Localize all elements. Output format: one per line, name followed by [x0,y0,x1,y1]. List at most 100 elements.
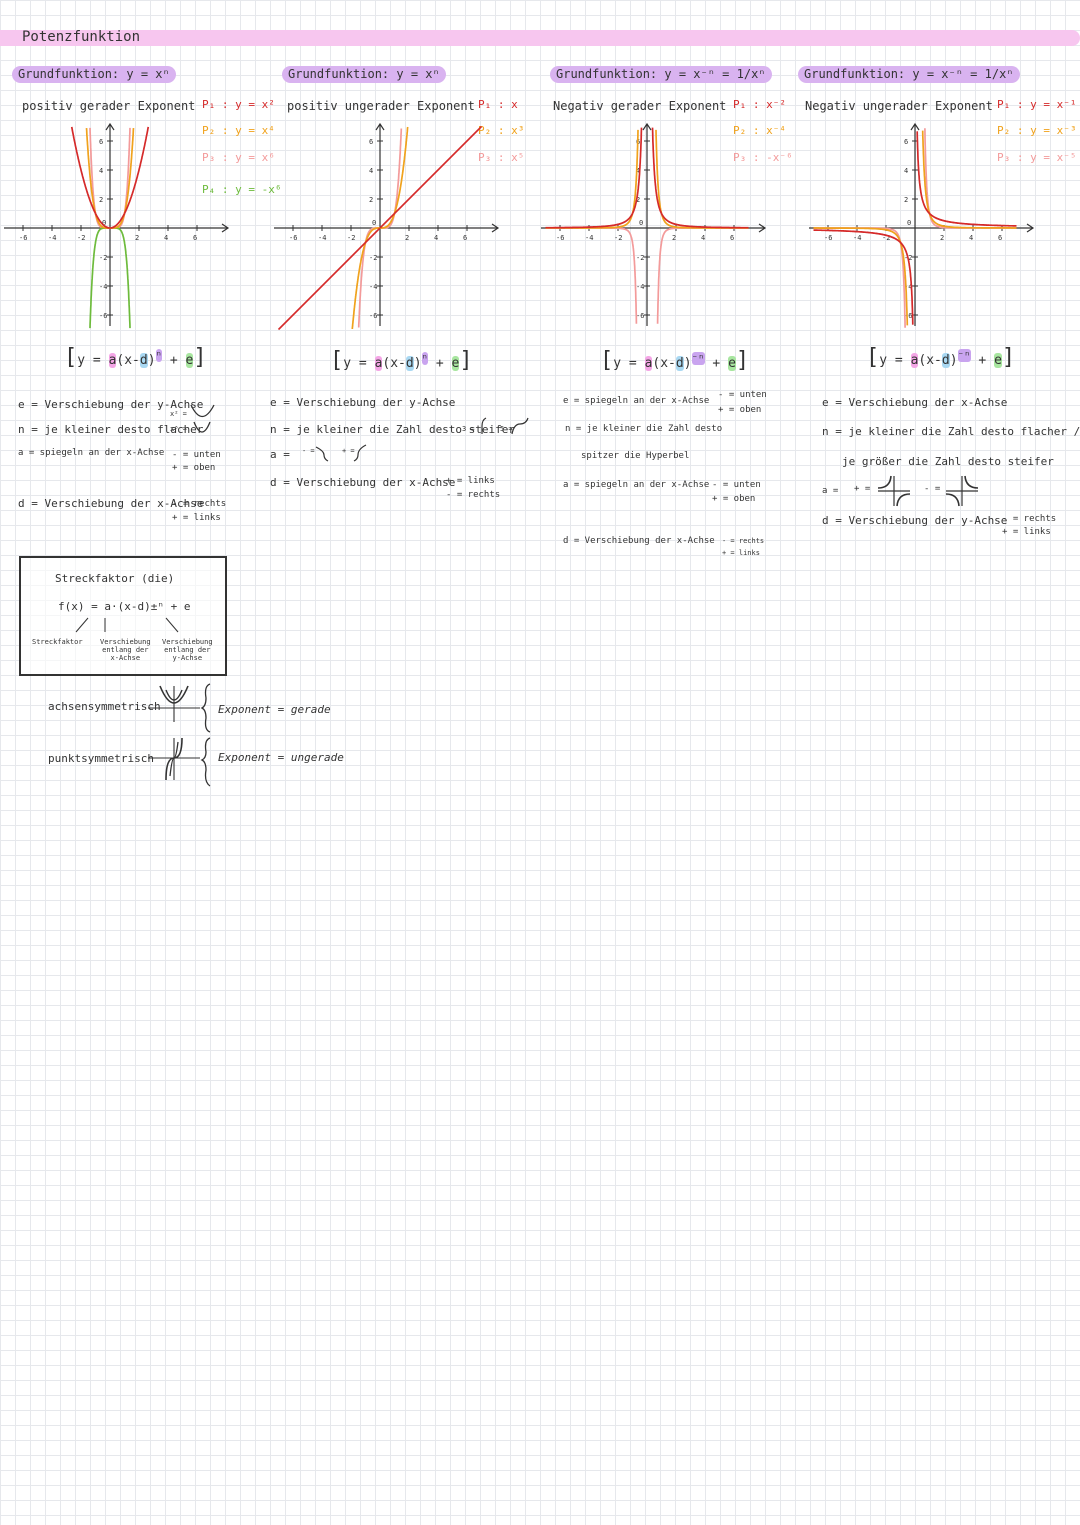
x-tick-label: 6 [998,234,1002,242]
panel-2-note-d: d = Verschiebung der x-Achse [270,476,456,489]
panel-3-legend-p3: P₃ : -x⁻⁶ [733,151,793,164]
formula-x: (x- [918,353,942,368]
panel-2-legend-p2: P₂ : x³ [478,124,525,137]
y-tick-label: 4 [369,167,373,175]
formula-plus: + [704,356,729,371]
panel-1-legend-p3: P₃ : y = x⁶ [202,151,275,164]
formula-n: ⁿ [421,351,429,365]
formula-x: (x- [652,356,676,371]
symmetry-axis-rule: Exponent = gerade [218,703,331,716]
curve-p1 [545,127,749,229]
panel-2-note-a-side-1: - = [302,447,315,455]
panel-3-note-e-side-2: + = oben [718,405,762,415]
y-axis-arrow [910,122,920,131]
panel-1-legend-p2: P₂ : y = x⁴ [202,124,275,137]
origin-label: 0 [372,219,376,227]
symmetry-point-label: punktsymmetrisch [48,752,154,765]
panel-2-note-e: e = Verschiebung der y-Achse [270,396,456,409]
formula-y: y = [879,353,911,368]
label-e-line-2: entlang der [164,646,211,654]
formula-close: ) [683,356,692,371]
formula-e: e [728,356,736,371]
page-title: Potenzfunktion [22,29,141,45]
panel-1-note-n-side-2: x⁶ = [170,425,187,433]
title-bar [0,30,1080,46]
formula-plus: + [970,353,995,368]
x-tick-label: -2 [882,234,890,242]
x-tick-label: -4 [853,234,861,242]
formula-a: a [910,353,919,368]
panel-1-note-a-side-2: + = oben [172,463,216,473]
panel-4-note-n2: je größer die Zahl desto steifer [842,455,1054,468]
panel-4-note-d: d = Verschiebung der y-Achse [822,514,1008,527]
panel-3-note-a-side-1: - = unten [712,480,761,490]
y-tick-label: -2 [636,254,644,262]
symmetry-point-rule: Exponent = ungerade [218,751,344,764]
formula-e: e [994,353,1002,368]
formula-a: a [644,356,653,371]
label-d-line-2: entlang der [102,646,149,654]
x-tick-label: 6 [730,234,734,242]
label-e-line-1: Verschiebung [162,638,213,646]
formula-x: (x- [382,356,406,371]
streckfaktor-label-d: Verschiebung entlang der x-Achse [100,638,151,662]
formula-y: y = [77,353,109,368]
panel-2-note-n-side-1: 3 = [462,425,475,433]
x-tick-label: -6 [556,234,564,242]
panel-1-note-n-side-1: x² = [170,410,187,418]
panel-4-legend-p3: P₃ : y = x⁻⁵ [997,151,1077,164]
hyperbola-shape-icons [877,475,979,507]
origin-label: 0 [907,219,911,227]
y-tick-label: 4 [99,167,103,175]
x-tick-label: 2 [405,234,409,242]
y-tick-label: 6 [904,138,908,146]
x-tick-label: -4 [585,234,593,242]
panel-1-note-d: d = Verschiebung der x-Achse [18,497,204,510]
panel-1-note-d-side-1: - = rechts [172,499,227,509]
panel-4-note-a: a = [822,486,839,496]
formula-e: e [451,356,460,371]
y-tick-label: -4 [904,283,912,291]
panel-3-note-a: a = spiegeln an der x-Achse [563,480,710,490]
formula-plus: + [428,356,452,371]
parabola-shape-icons [190,404,215,433]
panel-3-note-a-side-2: + = oben [712,494,756,504]
formula-y: y = [343,356,375,371]
streckfaktor-box [19,556,227,676]
x-axis-arrow [221,223,230,233]
formula-n: ⁿ [155,348,163,362]
y-tick-label: -2 [369,254,377,262]
panel-4-note-d-side-1: - = rechts [1002,514,1057,524]
formula-y: y = [613,356,645,371]
curve-p1 [277,125,483,331]
label-d-line-3: x-Achse [110,654,141,662]
y-tick-label: 2 [369,196,373,204]
y-tick-label: -6 [636,312,644,320]
panel-3-note-e: e = spiegeln an der x-Achse [563,396,710,406]
panel-4-legend-p1: P₁ : y = x⁻¹ [997,98,1077,111]
reflection-shape-icons [315,444,367,462]
y-tick-label: 2 [99,196,103,204]
x-tick-label: 4 [164,234,168,242]
formula-x: (x- [116,353,140,368]
x-tick-label: 4 [434,234,438,242]
panel-4-note-n: n = je kleiner die Zahl desto flacher / [822,425,1080,438]
panel-1-subtitle: positiv gerader Exponent [22,99,196,113]
x-axis-arrow [491,223,500,233]
y-axis-arrow [642,122,652,131]
origin-label: 0 [102,219,106,227]
panel-3-note-d-side-2: + = links [722,549,760,557]
y-axis-arrow [375,122,385,131]
streckfaktor-title: Streckfaktor (die) [55,572,175,585]
y-tick-label: 6 [369,138,373,146]
label-d-line-1: Verschiebung [100,638,151,646]
panel-3-note-d: d = Verschiebung der x-Achse [563,536,715,546]
panel-1-note-a-side-1: - = unten [172,450,221,460]
x-tick-label: 6 [193,234,197,242]
panel-3-note-n: n = je kleiner die Zahl desto [565,424,723,434]
x-axis-arrow [758,223,767,233]
y-tick-label: 4 [904,167,908,175]
